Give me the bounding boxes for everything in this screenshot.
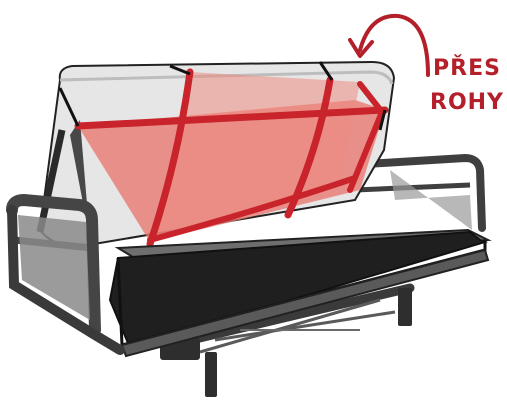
- annotation-line-2: ROHY: [430, 92, 504, 114]
- annotation-line-1: PŘES: [433, 58, 501, 80]
- bed-frame: [12, 200, 488, 356]
